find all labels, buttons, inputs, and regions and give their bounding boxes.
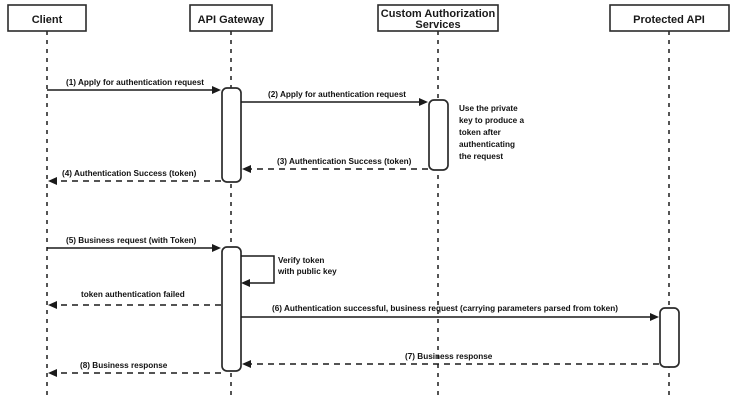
message-token-authentication-failed-label: token authentication failed xyxy=(81,290,185,299)
message-1-label: (1) Apply for authentication request xyxy=(66,78,204,87)
note-private-key: Use the private key to produce a token a… xyxy=(459,104,525,161)
message-2[interactable]: (2) Apply for authentication request xyxy=(241,90,428,106)
message-7[interactable]: (7) Business response xyxy=(242,352,659,368)
message-2-label: (2) Apply for authentication request xyxy=(268,90,406,99)
message-3[interactable]: (3) Authentication Success (token) xyxy=(242,157,428,173)
message-7-label: (7) Business response xyxy=(405,352,493,361)
participant-label-custom-authorization-services-line1: Custom Authorization xyxy=(381,8,496,20)
message-self-verify-token-label-line1: Verify token xyxy=(278,256,324,265)
participant-api-gateway[interactable]: API Gateway xyxy=(189,4,273,32)
message-1[interactable]: (1) Apply for authentication request xyxy=(47,78,221,94)
participant-label-custom-authorization-services-line2: Services xyxy=(415,19,460,31)
participant-label-protected-api: Protected API xyxy=(633,14,705,26)
note-private-key-line-5: the request xyxy=(459,152,503,161)
message-3-arrowhead xyxy=(242,165,251,173)
message-self-verify-token[interactable]: Verify token with public key xyxy=(241,255,337,287)
message-5[interactable]: (5) Business request (with Token) xyxy=(47,236,221,252)
participant-custom-authorization-services[interactable]: Custom Authorization Services xyxy=(377,4,499,32)
message-4-arrowhead xyxy=(48,177,57,185)
note-private-key-line-1: Use the private xyxy=(459,104,518,113)
message-1-arrowhead xyxy=(212,86,221,94)
message-2-arrowhead xyxy=(419,98,428,106)
participant-box-protected-api[interactable] xyxy=(609,4,730,32)
message-5-arrowhead xyxy=(212,244,221,252)
message-8-label: (8) Business response xyxy=(80,361,168,370)
message-4[interactable]: (4) Authentication Success (token) xyxy=(48,169,221,185)
activation-bar-gateway-auth xyxy=(221,87,242,183)
message-4-label: (4) Authentication Success (token) xyxy=(62,169,197,178)
message-7-arrowhead xyxy=(242,360,251,368)
note-private-key-line-4: authenticating xyxy=(459,140,515,149)
activation-bar-protected-api xyxy=(659,307,680,368)
message-self-verify-token-label-line2: with public key xyxy=(277,267,337,276)
message-8-arrowhead xyxy=(48,369,57,377)
activation-bar-gateway-business xyxy=(221,246,242,372)
message-5-label: (5) Business request (with Token) xyxy=(66,236,197,245)
message-6-arrowhead xyxy=(650,313,659,321)
note-private-key-line-2: key to produce a xyxy=(459,116,525,125)
participant-client[interactable]: Client xyxy=(7,4,87,32)
activation-bar-custom-auth xyxy=(428,99,449,171)
message-token-authentication-failed-arrowhead xyxy=(48,301,57,309)
participant-protected-api[interactable]: Protected API xyxy=(609,4,730,32)
participant-label-api-gateway: API Gateway xyxy=(198,14,266,26)
message-6-label: (6) Authentication successful, business … xyxy=(272,304,618,313)
note-private-key-line-3: token after xyxy=(459,128,502,137)
message-8[interactable]: (8) Business response xyxy=(48,361,221,377)
message-3-label: (3) Authentication Success (token) xyxy=(277,157,412,166)
message-token-authentication-failed[interactable]: token authentication failed xyxy=(48,290,221,309)
message-self-verify-token-line xyxy=(241,255,275,284)
participant-label-client: Client xyxy=(32,14,63,26)
message-self-verify-token-arrowhead xyxy=(241,279,250,287)
message-6[interactable]: (6) Authentication successful, business … xyxy=(241,304,659,321)
